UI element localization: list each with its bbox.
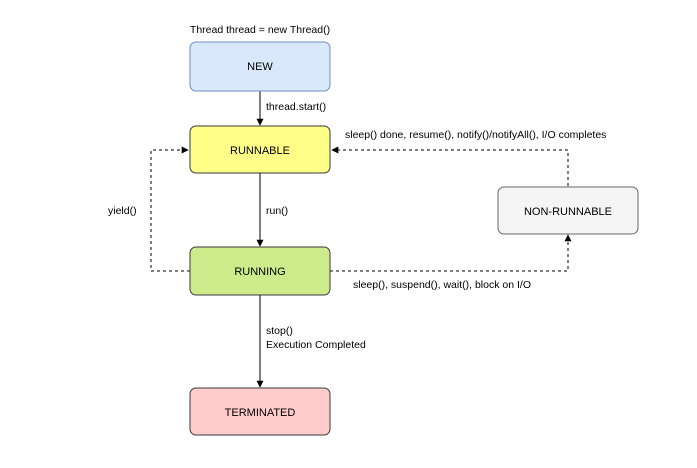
state-runnable-box (189, 125, 331, 174)
edge-non-runnable-to-runnable (331, 146, 569, 186)
label-resume-conditions: sleep() done, resume(), notify()/notifyA… (345, 129, 606, 141)
state-running-box (189, 246, 331, 296)
diagram-title: Thread thread = new Thread() (190, 24, 330, 36)
label-yield: yield() (108, 205, 137, 217)
state-non-runnable-label: NON-RUNNABLE (524, 206, 612, 218)
state-running-label: RUNNING (234, 266, 285, 278)
state-non-runnable-box (497, 186, 639, 235)
state-terminated-label: TERMINATED (225, 407, 296, 419)
label-stop: stop() (266, 325, 293, 337)
state-runnable-label: RUNNABLE (230, 145, 290, 157)
state-terminated-box (189, 387, 331, 436)
label-block-conditions: sleep(), suspend(), wait(), block on I/O (353, 279, 531, 291)
label-thread-start: thread.start() (266, 101, 326, 113)
edge-running-to-runnable-yield (150, 146, 190, 272)
state-new-label: NEW (247, 61, 273, 73)
state-new-box (189, 41, 331, 92)
label-run: run() (266, 205, 288, 217)
edge-running-to-non-runnable (330, 234, 572, 272)
label-execution-completed: Execution Completed (266, 339, 366, 351)
